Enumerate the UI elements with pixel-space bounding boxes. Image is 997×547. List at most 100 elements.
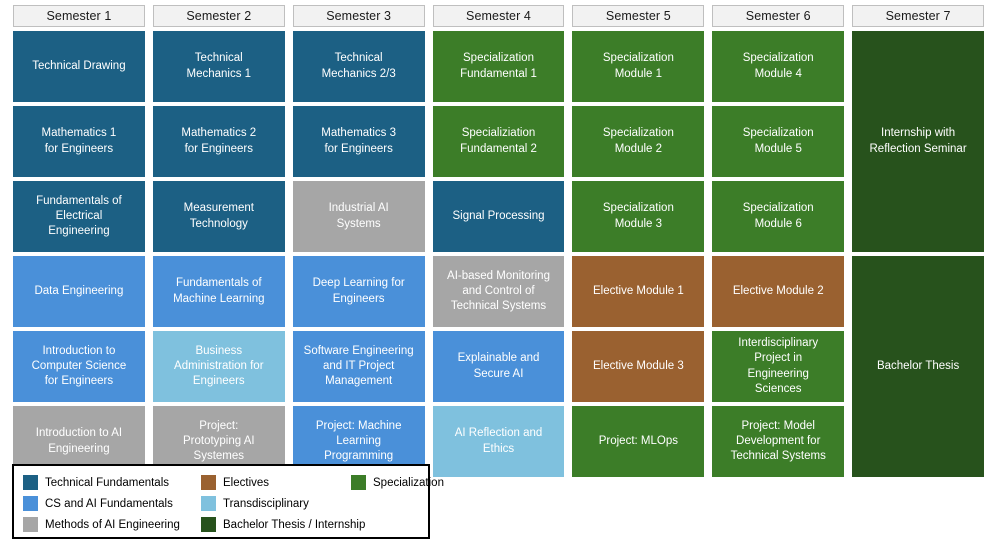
module-label: Project: MLOps bbox=[598, 434, 678, 447]
legend-swatch-csai bbox=[23, 496, 38, 511]
module-label: Elective Module 1 bbox=[592, 284, 684, 297]
module-label: Elective Module 3 bbox=[592, 359, 684, 372]
legend-label-electives: Electives bbox=[223, 476, 270, 489]
legend-swatch-transdisciplinary bbox=[201, 496, 216, 511]
legend-label-thesis: Bachelor Thesis / Internship bbox=[223, 518, 366, 531]
legend-swatch-specialization bbox=[351, 475, 366, 490]
module-card[interactable]: Data Engineering bbox=[13, 256, 145, 327]
semester-header-2: Semester 2 bbox=[152, 5, 285, 27]
legend-entry-electives: Electives bbox=[201, 475, 351, 490]
module-card[interactable]: Elective Module 2 bbox=[712, 256, 845, 327]
module-card[interactable]: Elective Module 1 bbox=[572, 256, 705, 327]
semester-header-1: Semester 1 bbox=[13, 5, 145, 27]
semester-header-4: Semester 4 bbox=[432, 5, 565, 27]
module-label: Technical Drawing bbox=[32, 59, 126, 72]
legend-swatch-thesis bbox=[201, 517, 216, 532]
semester-header-7: Semester 7 bbox=[852, 5, 985, 27]
module-card[interactable]: Signal Processing bbox=[432, 181, 565, 252]
legend-label-specialization: Specialization bbox=[373, 476, 444, 489]
legend-label-csai: CS and AI Fundamentals bbox=[45, 497, 173, 510]
module-card[interactable]: Project: MLOps bbox=[572, 406, 705, 477]
module-card[interactable]: Bachelor Thesis bbox=[852, 256, 985, 477]
legend-entry-technical: Technical Fundamentals bbox=[23, 475, 201, 490]
legend-swatch-technical bbox=[23, 475, 38, 490]
module-label: Elective Module 2 bbox=[732, 284, 824, 297]
legend-entry-methods: Methods of AI Engineering bbox=[23, 517, 201, 532]
legend-label-technical: Technical Fundamentals bbox=[45, 476, 170, 489]
legend-label-transdisciplinary: Transdisciplinary bbox=[223, 497, 309, 510]
module-label: Data Engineering bbox=[34, 284, 124, 297]
legend-label-methods: Methods of AI Engineering bbox=[45, 518, 180, 531]
module-card[interactable]: Elective Module 3 bbox=[572, 331, 705, 402]
legend-entry-transdisciplinary: Transdisciplinary bbox=[201, 496, 351, 511]
module-card[interactable]: Technical Drawing bbox=[13, 31, 145, 102]
semester-header-6: Semester 6 bbox=[712, 5, 845, 27]
legend-entry-specialization: Specialization bbox=[351, 475, 444, 490]
legend-entry-csai: CS and AI Fundamentals bbox=[23, 496, 201, 511]
legend-grid: Technical Fundamentals Electives Specializ… bbox=[23, 472, 444, 535]
